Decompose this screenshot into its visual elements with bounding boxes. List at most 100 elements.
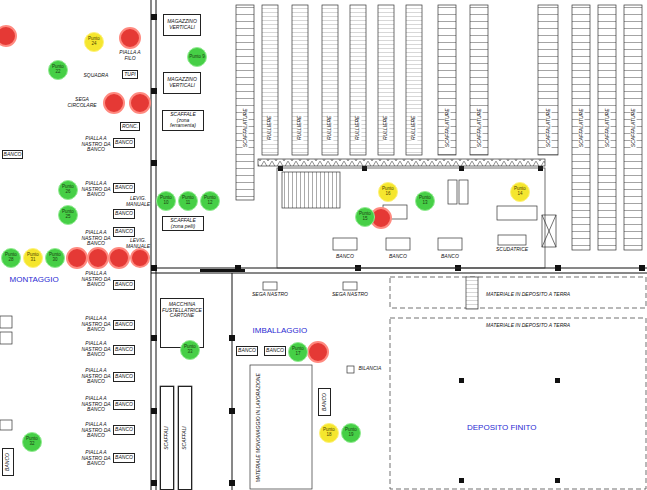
point-label: Punto 19 bbox=[343, 428, 359, 437]
text-block: Punto 9 bbox=[189, 55, 205, 60]
scale bbox=[347, 366, 354, 373]
checkpoint-green: Punto 13 bbox=[415, 191, 435, 211]
area-label: RULLIERE bbox=[355, 115, 361, 141]
column bbox=[151, 14, 157, 20]
area-box: SCAFFALI bbox=[178, 386, 192, 490]
area-label: PIALLA A NASTRO DA BANCO bbox=[81, 422, 111, 439]
shelf-unit bbox=[470, 5, 488, 155]
shelf-unit bbox=[178, 386, 192, 490]
wall bbox=[151, 273, 647, 274]
red-marker bbox=[0, 26, 16, 46]
point-label: Punto 15 bbox=[357, 212, 373, 221]
column bbox=[459, 378, 464, 383]
text-block: RONC. bbox=[122, 124, 138, 130]
work-area bbox=[250, 365, 312, 489]
point-label: Punto 26 bbox=[60, 185, 76, 194]
area-box: MACCHINA FUSTELLATRICE CARTONE bbox=[160, 298, 204, 348]
area-box: BANCO bbox=[113, 453, 135, 463]
bench bbox=[333, 238, 357, 250]
area-label: BANCO bbox=[336, 254, 354, 260]
point-label: Punto 11 bbox=[180, 196, 196, 205]
area-box: BANCO bbox=[2, 150, 23, 159]
area-box: BANCO bbox=[113, 400, 135, 410]
area-label: SCAFFALATURE bbox=[444, 107, 450, 148]
wall bbox=[151, 0, 152, 490]
area-box: BANCO bbox=[113, 345, 135, 355]
area-box: SCAFFALE (zona pelli) bbox=[162, 216, 204, 231]
shelf-unit bbox=[572, 5, 590, 250]
area-name: SCAFFALI bbox=[164, 426, 170, 450]
column bbox=[229, 408, 235, 414]
area-name: MACCHINA FUSTELLATRICE CARTONE bbox=[162, 302, 203, 319]
area-box: RONC. bbox=[120, 122, 140, 131]
walls bbox=[151, 0, 647, 490]
roller-conveyor bbox=[322, 5, 338, 155]
roller-conveyor bbox=[350, 5, 366, 155]
area-label: MATERIALE IN DEPOSITO A TERRA bbox=[486, 292, 570, 298]
area-label: PIALLA A NASTRO DA BANCO bbox=[81, 230, 111, 247]
area-label: RULLIERE bbox=[327, 115, 333, 141]
area-name: BANCO bbox=[115, 229, 133, 235]
area-name: SCAFFALI bbox=[182, 426, 188, 450]
area-label: PIALLA A NASTRO DA BANCO bbox=[81, 271, 111, 288]
text-block: BANCO bbox=[115, 402, 133, 408]
text-block: BANCO bbox=[115, 140, 133, 146]
lower-areas bbox=[0, 277, 646, 489]
text-block: BANCO bbox=[5, 453, 11, 471]
text-block: Punto 17 bbox=[290, 347, 306, 356]
shelf-unit bbox=[236, 5, 254, 200]
area-name: RONC. bbox=[122, 124, 138, 130]
point-label: Punto 28 bbox=[3, 253, 19, 262]
area-name: BANCO bbox=[115, 455, 133, 461]
checkpoint-yellow: Punto 31 bbox=[23, 248, 43, 268]
area-label: PIALLA A NASTRO DA BANCO bbox=[81, 368, 111, 385]
checkpoint-green: Punto 9 bbox=[187, 47, 207, 67]
checkpoint-green: Punto 19 bbox=[341, 423, 361, 443]
mezzanine bbox=[258, 159, 556, 268]
checkpoint-yellow: Punto 24 bbox=[84, 32, 104, 52]
checkpoint-green: Punto 30 bbox=[45, 248, 65, 268]
column bbox=[459, 478, 464, 483]
area-label: SCAFFALATURE bbox=[242, 107, 248, 148]
area-name: BANCO bbox=[115, 185, 133, 191]
point-label: Punto 13 bbox=[417, 196, 433, 205]
area-box: BANCO bbox=[113, 425, 135, 435]
area-box: BANCO bbox=[113, 372, 135, 382]
text-block: BANCO bbox=[266, 348, 284, 354]
area-label: PIALLA A NASTRO DA BANCO bbox=[81, 396, 111, 413]
text-block: Punto 33 bbox=[182, 345, 198, 354]
text-block: Punto 12 bbox=[202, 196, 218, 205]
text-block: BANCO bbox=[115, 185, 133, 191]
area-box: SCAFFALI bbox=[160, 386, 174, 490]
text-block: BANCO bbox=[115, 229, 133, 235]
area-label: PIALLA A NASTRO DA BANCO bbox=[81, 316, 111, 333]
area-label: BANCO bbox=[441, 254, 459, 260]
shelf-unit bbox=[438, 5, 456, 155]
area-label: PIALLA A NASTRO DA BANCO bbox=[81, 450, 111, 467]
area-box: SCAFFALE (zona ferramenta) bbox=[162, 110, 204, 131]
area-name: MAGAZZINO VERTICALI bbox=[165, 77, 200, 88]
point-label: Punto 16 bbox=[380, 187, 396, 196]
checkpoint-yellow: Punto 14 bbox=[510, 182, 530, 202]
checkpoint-green: Punto 11 bbox=[178, 191, 198, 211]
area-name: BANCO bbox=[115, 374, 133, 380]
checkpoint-green: Punto 10 bbox=[156, 191, 176, 211]
text-block: Punto 31 bbox=[25, 253, 41, 262]
shelf-unit bbox=[624, 5, 642, 250]
area-box: BANCO bbox=[113, 227, 135, 237]
column bbox=[538, 166, 543, 171]
area-label: MATERIALE MONOVIAGGIO IN LAVORAZIONE bbox=[255, 373, 261, 482]
area-label: RULLIERE bbox=[411, 115, 417, 141]
roller-conveyor bbox=[406, 5, 422, 155]
roller-conveyor bbox=[292, 5, 308, 155]
point-label: Punto 17 bbox=[290, 347, 306, 356]
text-block: SCAFFALI bbox=[182, 426, 188, 450]
area-label: RULLIERE bbox=[297, 115, 303, 141]
area-name: BANCO bbox=[4, 152, 22, 158]
area-label: SEGA NASTRO bbox=[252, 292, 288, 298]
text-block: Punto 22 bbox=[50, 65, 66, 74]
area-label: RULLIERE bbox=[383, 115, 389, 141]
column bbox=[555, 478, 560, 483]
roller-conveyor bbox=[262, 5, 278, 155]
shelf-unit bbox=[160, 386, 174, 490]
